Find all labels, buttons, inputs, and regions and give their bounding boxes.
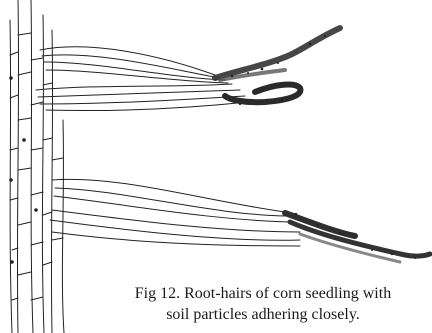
figure-caption: Fig 12. Root-hairs of corn seedling with… bbox=[243, 283, 432, 325]
soil-particles bbox=[215, 28, 430, 262]
caption-line-2: soil particles adhering closely. bbox=[93, 304, 432, 325]
lower-root-hairs bbox=[50, 179, 300, 246]
root-cell-walls bbox=[10, 0, 64, 333]
caption-line-1: Fig 12. Root-hairs of corn seedling with bbox=[93, 283, 432, 304]
